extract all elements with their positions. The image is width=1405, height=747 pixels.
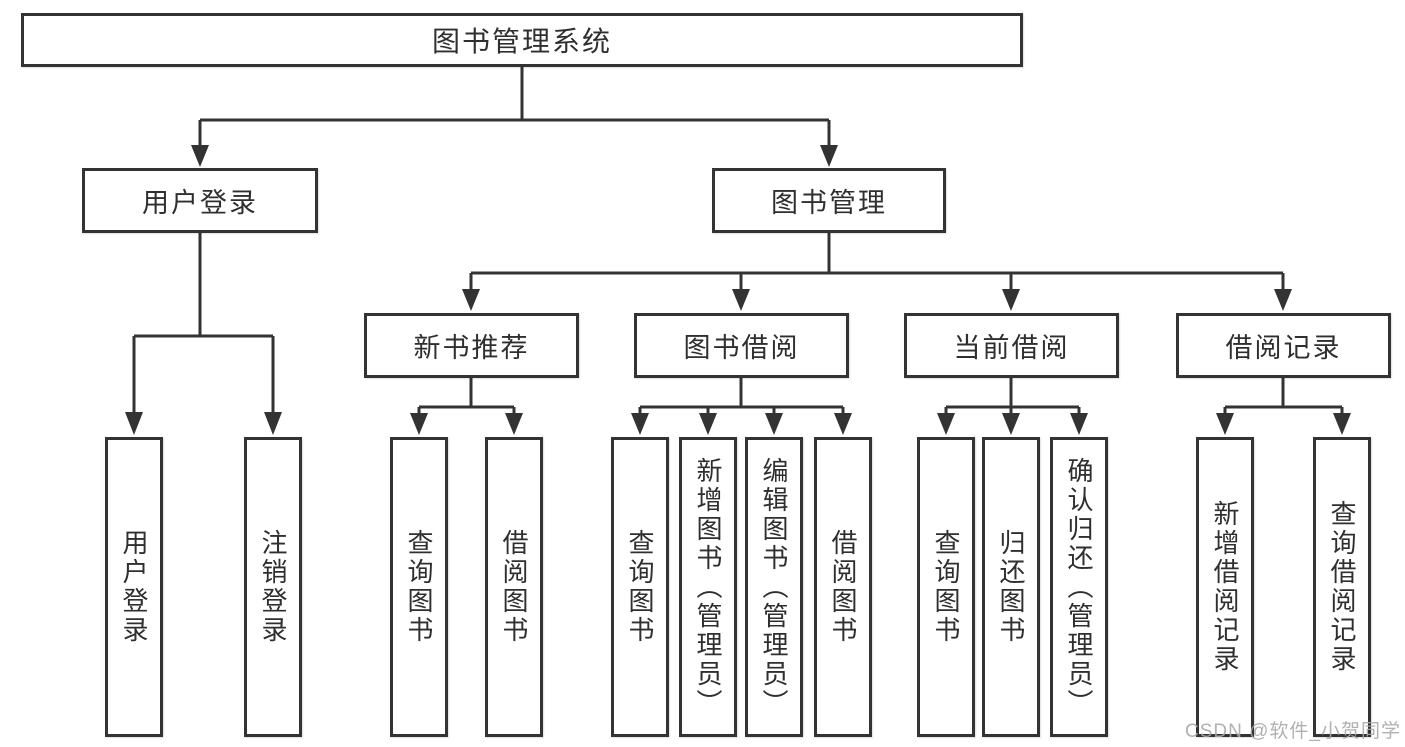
node-leaf-add-book-admin: 新增图书（管理员） bbox=[679, 437, 737, 737]
node-current-borrow-label: 当前借阅 bbox=[953, 333, 1070, 363]
node-leaf-logout-label: 注销登录 bbox=[258, 529, 288, 645]
node-leaf-add-borrow-record-label: 新增借阅记录 bbox=[1210, 500, 1240, 674]
node-leaf-confirm-return-admin-label: 确认归还（管理员） bbox=[1064, 456, 1094, 718]
node-book-borrow: 图书借阅 bbox=[634, 313, 849, 378]
node-leaf-query-borrow-record: 查询借阅记录 bbox=[1313, 437, 1371, 737]
node-leaf-edit-book-admin-label: 编辑图书（管理员） bbox=[759, 456, 789, 718]
node-book-management-label: 图书管理 bbox=[771, 188, 887, 218]
node-leaf-current-query-book-label: 查询图书 bbox=[931, 529, 961, 645]
node-book-borrow-label: 图书借阅 bbox=[683, 333, 800, 363]
node-new-book-recommend: 新书推荐 bbox=[364, 313, 579, 378]
node-leaf-user-login: 用户登录 bbox=[105, 437, 163, 737]
node-borrow-record-label: 借阅记录 bbox=[1225, 333, 1342, 363]
node-leaf-borrow-book: 借阅图书 bbox=[814, 437, 872, 737]
node-leaf-add-book-admin-label: 新增图书（管理员） bbox=[693, 456, 723, 718]
node-leaf-recommend-borrow-book-label: 借阅图书 bbox=[499, 529, 529, 645]
node-borrow-record: 借阅记录 bbox=[1176, 313, 1391, 378]
connector-current-to-leaves bbox=[937, 378, 1088, 435]
node-current-borrow: 当前借阅 bbox=[904, 313, 1119, 378]
watermark: CSDN @软件_小贺同学 bbox=[1185, 721, 1401, 742]
node-user-login: 用户登录 bbox=[82, 168, 318, 233]
node-root-label: 图书管理系统 bbox=[431, 26, 612, 57]
node-leaf-recommend-query-book: 查询图书 bbox=[390, 437, 448, 737]
connector-recommend-to-leaves bbox=[410, 378, 523, 435]
node-leaf-edit-book-admin: 编辑图书（管理员） bbox=[745, 437, 803, 737]
node-leaf-recommend-query-book-label: 查询图书 bbox=[404, 529, 434, 645]
node-leaf-return-book: 归还图书 bbox=[982, 437, 1040, 737]
node-leaf-return-book-label: 归还图书 bbox=[996, 529, 1026, 645]
node-root: 图书管理系统 bbox=[21, 13, 1023, 67]
node-leaf-borrow-query-book-label: 查询图书 bbox=[625, 529, 655, 645]
connector-root-to-level1 bbox=[191, 67, 838, 167]
node-user-login-label: 用户登录 bbox=[142, 188, 258, 218]
connector-user-login-to-leaves bbox=[125, 233, 282, 435]
connector-borrow-to-leaves bbox=[631, 378, 852, 435]
node-leaf-recommend-borrow-book: 借阅图书 bbox=[485, 437, 543, 737]
node-leaf-current-query-book: 查询图书 bbox=[917, 437, 975, 737]
node-leaf-query-borrow-record-label: 查询借阅记录 bbox=[1327, 500, 1357, 674]
node-book-management: 图书管理 bbox=[712, 168, 946, 233]
node-leaf-user-login-label: 用户登录 bbox=[119, 529, 149, 645]
connector-book-management-to-level2 bbox=[462, 233, 1292, 311]
connector-record-to-leaves bbox=[1216, 378, 1351, 435]
node-leaf-borrow-book-label: 借阅图书 bbox=[828, 529, 858, 645]
node-leaf-logout: 注销登录 bbox=[244, 437, 302, 737]
node-new-book-recommend-label: 新书推荐 bbox=[413, 333, 530, 363]
node-leaf-borrow-query-book: 查询图书 bbox=[611, 437, 669, 737]
node-leaf-confirm-return-admin: 确认归还（管理员） bbox=[1050, 437, 1108, 737]
node-leaf-add-borrow-record: 新增借阅记录 bbox=[1196, 437, 1254, 737]
